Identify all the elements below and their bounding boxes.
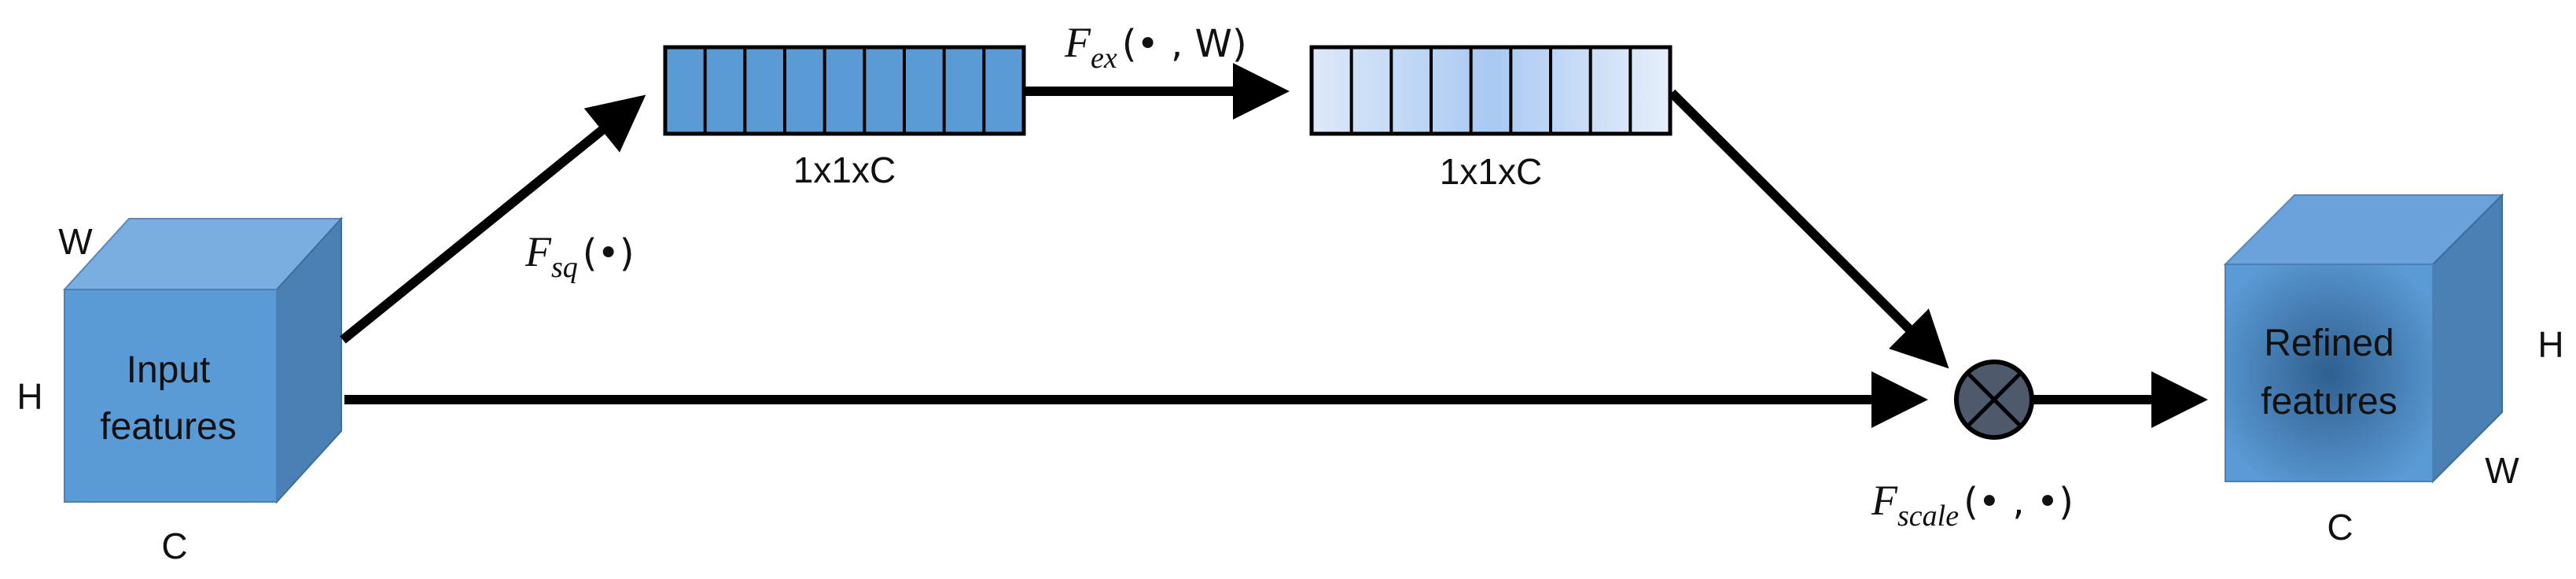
excite-function-args: (• , W) — [1122, 22, 1247, 66]
input-label-line1: Input — [127, 349, 211, 391]
scale-function-label: Fscale(• , •) — [1871, 477, 2074, 533]
scale-function-sub: scale — [1897, 500, 1959, 533]
scale-multiply-node — [1954, 360, 2034, 440]
excite-function-main: F — [1064, 19, 1091, 66]
output-dim-c: C — [2327, 507, 2353, 548]
squeeze-vector — [663, 45, 1026, 136]
squeeze-function-sub: sq — [551, 251, 578, 284]
squeeze-function-args: (•) — [583, 231, 635, 275]
squeeze-function-label: Fsq(•) — [524, 228, 635, 284]
excite-function-sub: ex — [1091, 42, 1117, 75]
multiply-cross-b — [1966, 371, 2022, 428]
arrow-excite-to-scale — [1668, 89, 1949, 369]
input-feature-cube: Input features — [62, 216, 344, 504]
input-dim-w: W — [58, 221, 93, 262]
squeeze-caption: 1x1xC — [793, 149, 896, 190]
input-dim-c: C — [161, 526, 187, 566]
input-cube-front — [64, 289, 278, 503]
excite-vector-cells — [1349, 47, 1632, 134]
excite-vector — [1309, 45, 1673, 136]
squeeze-vector-cells — [703, 47, 986, 134]
squeeze-vector-box — [663, 45, 1026, 136]
input-dim-h: H — [17, 376, 42, 417]
output-dim-w: W — [2485, 450, 2519, 491]
excite-vector-box — [1309, 45, 1673, 136]
scale-function-main: F — [1871, 477, 1898, 524]
output-feature-cube: Refined features — [2223, 193, 2504, 484]
squeeze-function-main: F — [524, 228, 552, 275]
output-label-line1: Refined — [2264, 323, 2394, 364]
input-label-line2: features — [100, 406, 236, 448]
scale-function-args: (• , •) — [1963, 480, 2074, 524]
output-cube-front — [2225, 264, 2434, 482]
output-dim-h: H — [2537, 324, 2563, 365]
excite-function-label: Fex(• , W) — [1064, 19, 1247, 75]
output-label-line2: features — [2261, 381, 2397, 422]
arrow-input-to-squeeze — [340, 94, 646, 344]
excite-caption: 1x1xC — [1440, 151, 1542, 192]
